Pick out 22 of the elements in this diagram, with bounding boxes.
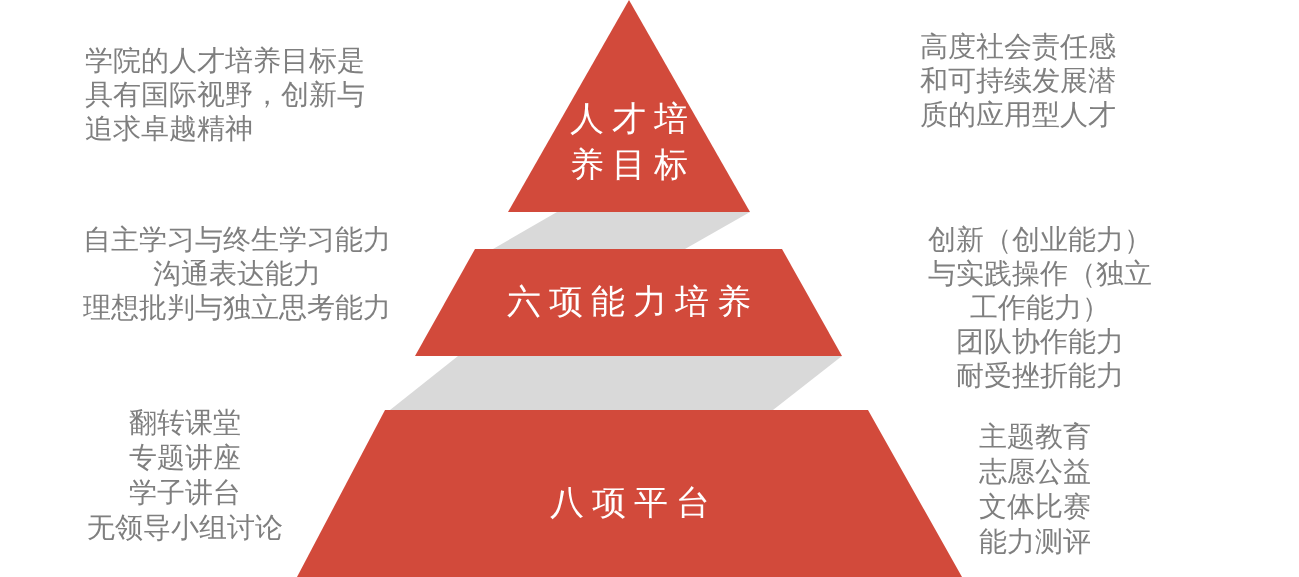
tier-description: 团队协作能力 (956, 325, 1124, 359)
tier-description: 文体比赛 (979, 489, 1091, 524)
tier-title: 八项平台 (548, 481, 719, 524)
tier-description: 能力测评 (979, 524, 1091, 559)
description-text: 高度社会责任感和可持续发展潜质的应用型人才 (920, 30, 1117, 132)
tier-title: 人才培养目标 (569, 97, 696, 186)
tier-description: 耐受挫折能力 (956, 359, 1124, 393)
tier-description: 学子讲台 (129, 475, 241, 510)
tier-description: 志愿公益 (979, 454, 1091, 489)
tier-description: 理想批判与独立思考能力 (83, 291, 391, 325)
tier-description: 专题讲座 (129, 440, 241, 475)
tier-title: 六项能力培养 (505, 280, 760, 323)
tier-description: 主题教育 (979, 419, 1091, 454)
pyramid-tier (297, 410, 962, 577)
tier-description: 沟通表达能力 (153, 257, 321, 291)
description-text: 学院的人才培养目标是具有国际视野，创新与追求卓越精神 (85, 44, 366, 146)
tier-description: 创新（创业能力）与实践操作（独立工作能力） (927, 223, 1153, 325)
tier-description: 自主学习与终生学习能力 (83, 223, 391, 257)
tier-description: 翻转课堂 (129, 405, 241, 440)
pyramid-tier (415, 249, 842, 356)
pyramid-tier (508, 0, 750, 212)
tier-description: 无领导小组讨论 (87, 510, 283, 545)
